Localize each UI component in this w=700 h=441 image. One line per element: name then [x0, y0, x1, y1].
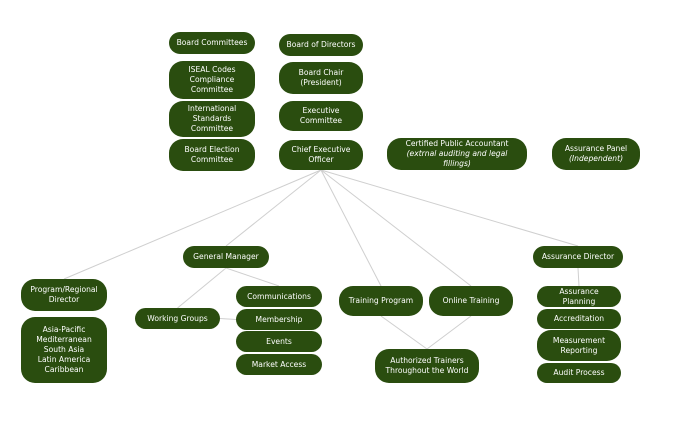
node-label-line: Assurance Planning [559, 286, 599, 306]
connector-ceo-general_manager [225, 169, 322, 247]
node-label-line: Executive Committee [299, 106, 343, 125]
connector-ceo-assurance_director [320, 169, 579, 247]
node-label-line: Training Program [348, 296, 414, 306]
node-label-line: Events [266, 336, 292, 346]
node-label-line: International [187, 104, 237, 114]
node-board-chair[interactable]: Board Chair(President) [279, 62, 363, 94]
node-label-line: Authorized Trainers [390, 356, 464, 366]
node-label-line: Caribbean [44, 364, 84, 374]
node-chief-executive-officer[interactable]: Chief Executive Officer [279, 140, 363, 170]
node-label-line: Mediterranean [36, 335, 92, 345]
node-board-committees[interactable]: Board Committees [169, 32, 255, 54]
node-label-line: Working Groups [147, 313, 208, 323]
connector-assurance_director-assurance_planning [577, 267, 580, 287]
node-accreditation[interactable]: Accreditation [537, 309, 621, 329]
node-label-line: Assurance Panel [564, 144, 628, 154]
node-label-note: (extrnal auditing and legal fillings) [406, 149, 508, 168]
connector-general_manager-working_groups [177, 267, 227, 309]
node-executive-committee[interactable]: Executive Committee [279, 101, 363, 131]
node-assurance-panel[interactable]: Assurance Panel(Independent) [552, 138, 640, 170]
connector-general_manager-communications [225, 267, 280, 287]
node-events[interactable]: Events [236, 331, 322, 352]
node-membership[interactable]: Membership [236, 309, 322, 330]
node-label-note: (Independent) [568, 154, 624, 163]
node-label-line: Director [48, 295, 80, 304]
node-assurance-planning[interactable]: Assurance Planning [537, 286, 621, 307]
node-label-line: Board Election [184, 145, 240, 155]
node-working-groups[interactable]: Working Groups [135, 308, 220, 329]
node-general-manager[interactable]: General Manager [183, 246, 269, 268]
node-label-line: Measurement [552, 335, 606, 345]
node-label-line: Board of Directors [286, 40, 356, 50]
node-label-line: Throughout the World [385, 366, 469, 375]
node-label-line: Market Access [251, 359, 307, 369]
node-online-training[interactable]: Online Training [429, 286, 513, 316]
node-assurance-director[interactable]: Assurance Director [533, 246, 623, 268]
node-label-line: (President) [300, 78, 342, 87]
node-label-line: Board Chair [298, 68, 344, 78]
node-label-line: Committee [190, 155, 234, 164]
node-label-line: Accreditation [553, 314, 605, 324]
connector-ceo-program_regional [63, 169, 322, 280]
connector-training_program-authorized_trainers [380, 315, 428, 350]
node-label-line: Reporting [560, 345, 598, 355]
connector-online_training-authorized_trainers [426, 315, 472, 350]
node-label-line: Assurance Director [541, 252, 615, 262]
node-label-line: Audit Process [553, 368, 605, 378]
node-label-line: General Manager [193, 252, 259, 262]
node-label-line: Chief Executive Officer [291, 145, 351, 164]
node-label-line: Board Committees [176, 38, 248, 48]
node-certified-public-accountant[interactable]: Certified Public Accountant(extrnal audi… [387, 138, 527, 170]
node-label-line: South Asia [43, 345, 85, 355]
node-label-line: Compliance [189, 75, 235, 85]
connector-ceo-training_program [320, 169, 382, 287]
node-training-program[interactable]: Training Program [339, 286, 423, 316]
connector-working_groups-membership [219, 318, 237, 320]
node-label-line: Latin America [37, 354, 91, 364]
node-label-line: Program/Regional [30, 285, 98, 295]
node-label-line: Asia-Pacific [42, 325, 86, 335]
connector-ceo-online_training [320, 169, 472, 287]
node-label-line: Membership [255, 314, 303, 324]
node-board-of-directors[interactable]: Board of Directors [279, 34, 363, 56]
node-communications[interactable]: Communications [236, 286, 322, 307]
node-audit-process[interactable]: Audit Process [537, 363, 621, 383]
node-label-line: Online Training [442, 296, 500, 306]
node-market-access[interactable]: Market Access [236, 354, 322, 375]
node-label-line: Certified Public Accountant [405, 139, 509, 149]
node-label-line: Standards Committee [190, 114, 234, 133]
node-label-line: Committee [190, 84, 234, 94]
node-label-line: ISEAL Codes [188, 65, 236, 75]
node-label-line: Communications [247, 291, 311, 301]
